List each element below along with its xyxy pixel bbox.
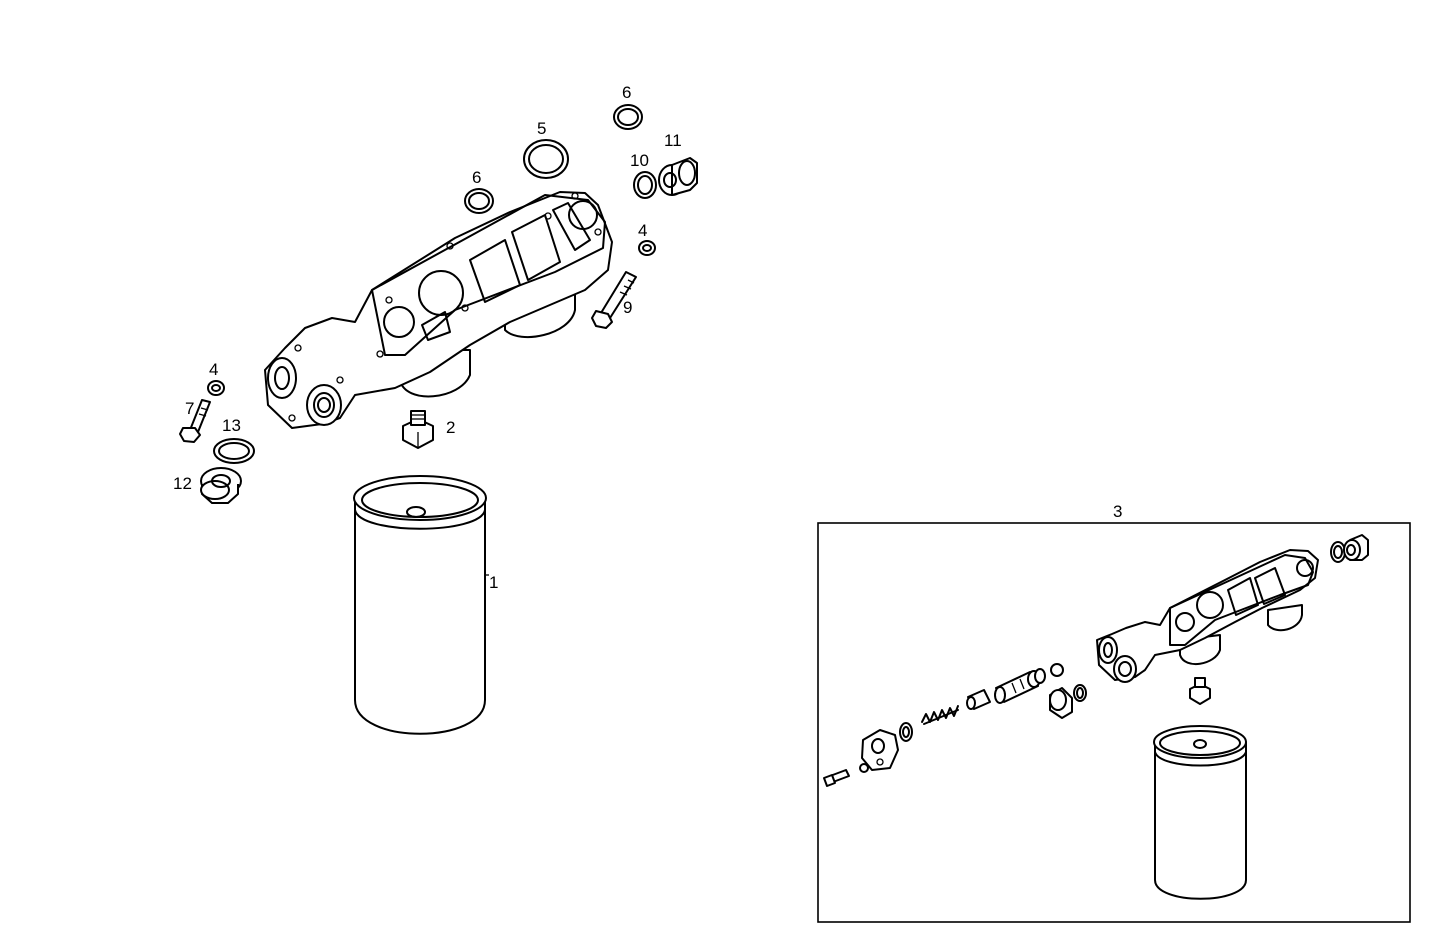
- callout-12: 12: [173, 474, 192, 493]
- callout-9: 9: [623, 298, 632, 317]
- filter-head-bracket: [264, 191, 613, 429]
- callout-4-right: 4: [638, 221, 647, 240]
- kit-small-washer: [859, 763, 869, 773]
- callout-10: 10: [630, 151, 649, 170]
- bolt-left: [179, 399, 211, 443]
- kit-inset-frame: [817, 522, 1411, 923]
- screw-plug-left: [200, 467, 242, 504]
- seal-ring-left: [213, 438, 255, 464]
- kit-filter-head-bracket: [1096, 549, 1319, 683]
- kit-valve-small-ring: [1050, 663, 1064, 677]
- o-ring-large: [523, 139, 569, 179]
- center-nipple: [402, 410, 434, 449]
- callout-1: 1: [489, 573, 498, 592]
- callout-11: 11: [664, 131, 682, 150]
- kit-center-nipple: [1189, 677, 1211, 705]
- kit-cover-bolt: [823, 769, 850, 787]
- callout-2: 2: [446, 418, 455, 437]
- o-ring-top: [613, 104, 643, 130]
- kit-valve-spring: [921, 705, 959, 725]
- bolt-right: [591, 271, 637, 329]
- kit-valve-plug: [1049, 687, 1073, 719]
- washer-right: [638, 240, 656, 256]
- oil-filter-cartridge: [353, 475, 489, 735]
- callout-3: 3: [1113, 502, 1122, 521]
- kit-seal-ring: [1330, 541, 1346, 563]
- callout-7: 7: [185, 399, 194, 418]
- seal-ring-right: [633, 171, 657, 199]
- callout-6-left: 6: [472, 168, 481, 187]
- callout-13: 13: [222, 416, 241, 435]
- kit-valve-seal: [1073, 684, 1087, 702]
- screw-plug-right: [658, 157, 698, 196]
- callout-5: 5: [537, 119, 546, 138]
- kit-valve-sleeve: [994, 668, 1046, 704]
- kit-screw-plug: [1343, 534, 1369, 561]
- kit-valve-cover: [861, 729, 899, 771]
- o-ring-left: [464, 188, 494, 214]
- washer-left: [207, 380, 225, 396]
- kit-valve-washer: [899, 722, 913, 742]
- kit-filter-cartridge: [1153, 725, 1247, 900]
- kit-valve-piston: [966, 689, 991, 710]
- callout-4-left: 4: [209, 360, 218, 379]
- callout-6-top: 6: [622, 83, 631, 102]
